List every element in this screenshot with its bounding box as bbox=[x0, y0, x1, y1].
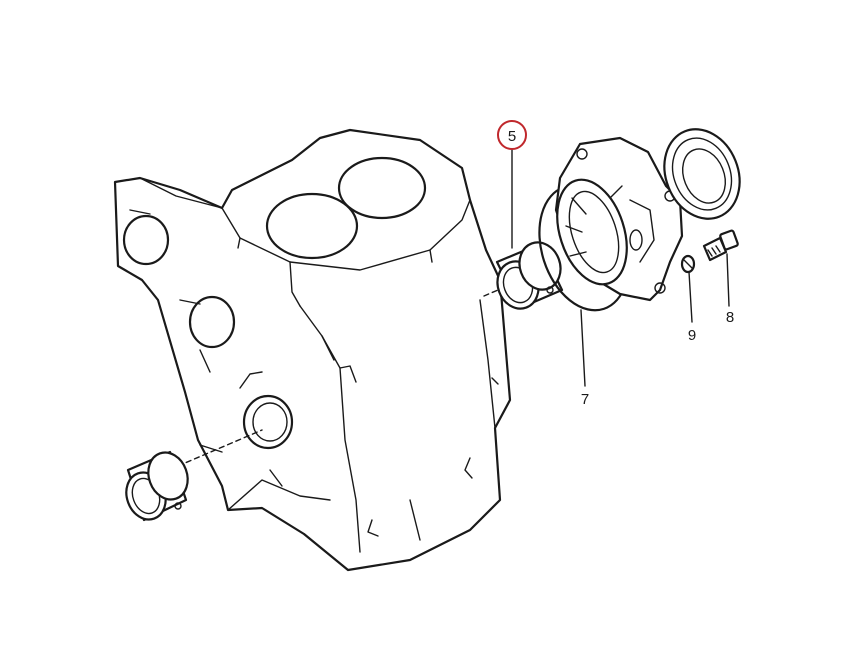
assembly-axis-lines bbox=[177, 283, 513, 467]
bushing-part-5 bbox=[495, 241, 564, 310]
bearing-cover bbox=[554, 136, 684, 302]
part-5-callout: 5 bbox=[497, 120, 527, 150]
washer-part-9 bbox=[680, 254, 696, 274]
part-5-label: 5 bbox=[508, 128, 516, 145]
oil-seal bbox=[663, 128, 741, 220]
part-8-label: 8 bbox=[726, 309, 734, 326]
part-5-highlight-circle bbox=[497, 120, 527, 150]
bolt-part-8 bbox=[702, 229, 739, 262]
bushing-lower bbox=[125, 450, 189, 522]
part-9-label: 9 bbox=[688, 327, 696, 344]
leader-lines bbox=[511, 149, 730, 387]
part-7-label: 7 bbox=[581, 391, 589, 408]
housing-block bbox=[113, 128, 512, 572]
